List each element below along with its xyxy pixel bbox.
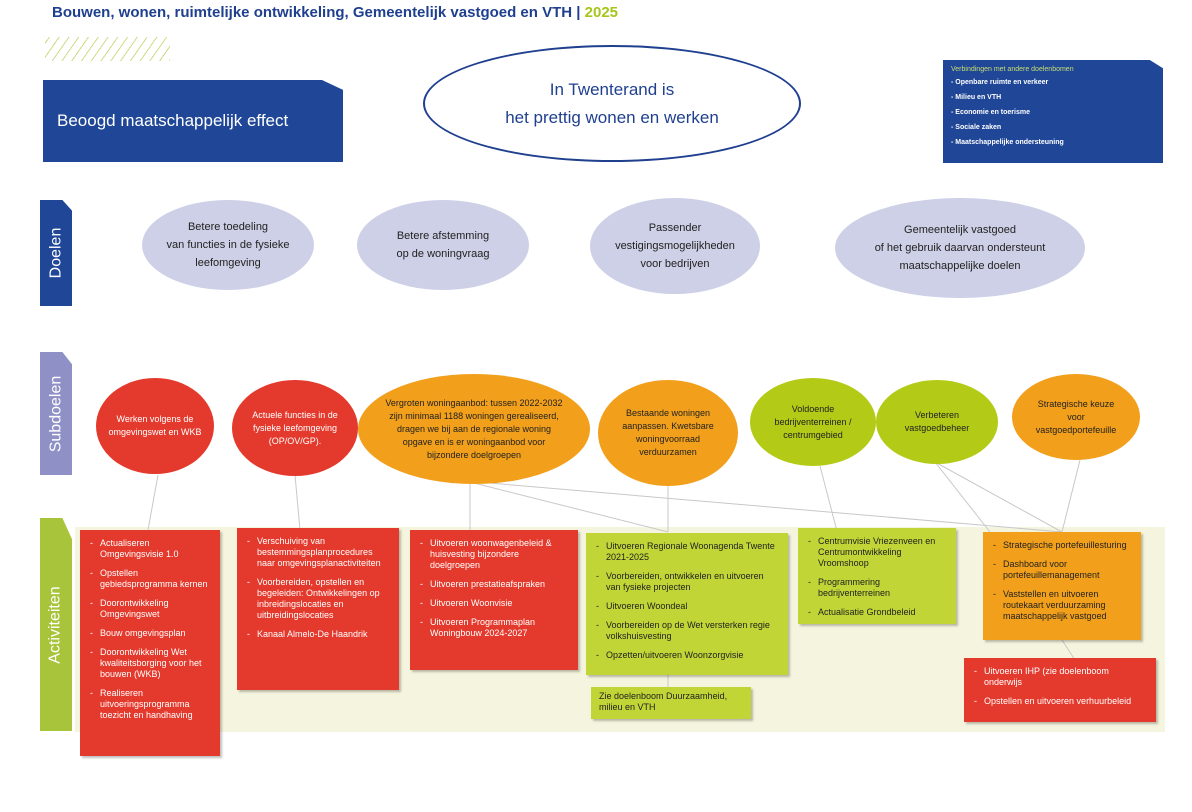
subgoal-text: Actuele functies in de fysieke leefomgev… [252,409,338,446]
subgoal-text: Werken volgens de omgevingswet en WKB [108,414,202,437]
subgoal-text: Voldoende bedrijventerreinen / centrumge… [774,403,852,440]
activity-box: Strategische portefeuillesturing Dashboa… [983,532,1141,640]
links-item: - Openbare ruimte en verkeer [951,79,1049,86]
activity-item: Uitvoeren prestatieafspraken [420,579,570,590]
band-activities: Activiteiten [40,518,72,731]
activity-item: Voorbereiden, ontwikkelen en uitvoeren v… [596,571,780,593]
activity-box: Actualiseren Omgevingsvisie 1.0 Opstelle… [80,530,220,756]
activity-item: Doorontwikkeling Wet kwaliteitsborging v… [90,647,212,680]
activity-item: Uitvoeren Woonvisie [420,598,570,609]
activity-item: Vaststellen en uitvoeren routekaart verd… [993,589,1133,622]
effect-label: Beoogd maatschappelijk effect [57,111,289,130]
goal-text-line: Gemeentelijk vastgoed [904,224,1016,236]
activity-item: Uitvoeren Woondeal [596,601,780,612]
activity-box: Centrumvisie Vriezenveen en Centrumontwi… [798,528,956,624]
subgoal-oval: Actuele functies in de fysieke leefomgev… [232,380,358,476]
goal-oval: Passender vestigingsmogelijkheden voor b… [590,198,760,294]
activity-item: Centrumvisie Vriezenveen en Centrumontwi… [808,536,948,569]
goal-oval: Betere toedeling van functies in de fysi… [142,200,314,290]
subgoal-oval: Werken volgens de omgevingswet en WKB [96,378,214,474]
links-box: Verbindingen met andere doelenbomen - Op… [943,60,1163,163]
note-box: Zie doelenboom Duurzaamheid, milieu en V… [591,687,751,719]
band-goals: Doelen [40,200,72,306]
goal-text-line: leefomgeving [195,257,261,269]
links-heading: Verbindingen met andere doelenbomen [951,66,1074,73]
page-title-text: Bouwen, wonen, ruimtelijke ontwikkeling,… [52,4,581,21]
activity-item: Kanaal Almelo-De Haandrik [247,629,391,640]
subgoal-oval: Verbeteren vastgoedbeheer [876,380,998,464]
goal-text-line: maatschappelijke doelen [899,260,1021,272]
activity-item: Programmering bedrijventerreinen [808,577,948,599]
activity-item: Uitvoeren IHP (zie doelenboom onderwijs [974,666,1148,688]
activity-item: Opstellen gebiedsprogramma kernen [90,568,212,590]
subgoal-text: Bestaande woningen aanpassen. Kwetsbare … [622,408,714,457]
activity-item: Opstellen en uitvoeren verhuurbeleid [974,696,1148,707]
activity-box: Uitvoeren Regionale Woonagenda Twente 20… [586,533,788,675]
main-goal-line1: In Twenterand is [549,79,675,99]
activity-item: Bouw omgevingsplan [90,628,212,639]
activity-item: Voorbereiden, opstellen en begeleiden: O… [247,577,391,621]
subgoal-text: Vergroten woningaanbod: tussen 2022-2032… [385,397,563,460]
activity-item: Opzetten/uitvoeren Woonzorgvisie [596,650,780,661]
links-item: - Sociale zaken [951,124,1002,131]
activity-item: Voorbereiden op de Wet versterken regie … [596,620,780,642]
links-item: - Milieu en VTH [951,94,1002,101]
effect-banner: Beoogd maatschappelijk effect [43,80,343,162]
page-title-year: 2025 [584,4,619,21]
subgoal-oval: Bestaande woningen aanpassen. Kwetsbare … [598,380,738,486]
goal-text-line: Passender [648,222,702,234]
activity-item: Uitvoeren Programmaplan Woningbouw 2024-… [420,617,570,639]
subgoal-oval: Vergroten woningaanbod: tussen 2022-2032… [358,374,590,484]
subgoal-oval: Voldoende bedrijventerreinen / centrumge… [750,378,876,466]
subgoal-oval: Strategische keuze voor vastgoedportefeu… [1012,374,1140,460]
activity-item: Actualisatie Grondbeleid [808,607,948,618]
goal-oval: Betere afstemming op de woningvraag [357,200,529,290]
activity-item: Doorontwikkeling Omgevingswet [90,598,212,620]
band-subgoals: Subdoelen [40,352,72,475]
activity-box: Verschuiving van bestemmingsplanprocedur… [237,528,399,690]
activity-box: Uitvoeren IHP (zie doelenboom onderwijs … [964,658,1156,722]
activity-item: Actualiseren Omgevingsvisie 1.0 [90,538,212,560]
activity-item: Realiseren uitvoeringsprogramma toezicht… [90,688,212,721]
activity-box: Uitvoeren woonwagenbeleid & huisvesting … [410,530,578,670]
activity-item: Dashboard voor portefeuillemanagement [993,559,1133,581]
activity-item: Strategische portefeuillesturing [993,540,1133,551]
note-line2: milieu en VTH [599,702,656,712]
activity-item: Uitvoeren woonwagenbeleid & huisvesting … [420,538,570,571]
activity-item: Verschuiving van bestemmingsplanprocedur… [247,536,391,569]
goal-text-line: Betere toedeling [187,221,269,233]
goal-text-line: Betere afstemming [396,230,490,242]
goal-text-line: vestigingsmogelijkheden [615,240,735,252]
goal-text-line: of het gebruik daarvan ondersteunt [874,242,1046,254]
page-title: Bouwen, wonen, ruimtelijke ontwikkeling,… [52,4,618,21]
main-goal-oval: In Twenterand is het prettig wonen en we… [423,45,801,162]
goal-text-line: van functies in de fysieke [166,239,290,251]
goal-text-line: op de woningvraag [396,248,490,260]
links-item: - Economie en toerisme [951,109,1030,116]
goal-text-line: voor bedrijven [640,258,710,270]
decorative-hatch [45,37,170,61]
goal-oval: Gemeentelijk vastgoed of het gebruik daa… [835,198,1085,298]
main-goal-line2: het prettig wonen en werken [505,107,719,127]
activity-item: Uitvoeren Regionale Woonagenda Twente 20… [596,541,780,563]
subgoal-text: Verbeteren vastgoedbeheer [904,410,970,433]
subgoal-text: Strategische keuze voor vastgoedportefeu… [1035,398,1117,435]
note-line1: Zie doelenboom Duurzaamheid, [599,691,728,701]
links-item: - Maatschappelijke ondersteuning [951,139,1064,146]
